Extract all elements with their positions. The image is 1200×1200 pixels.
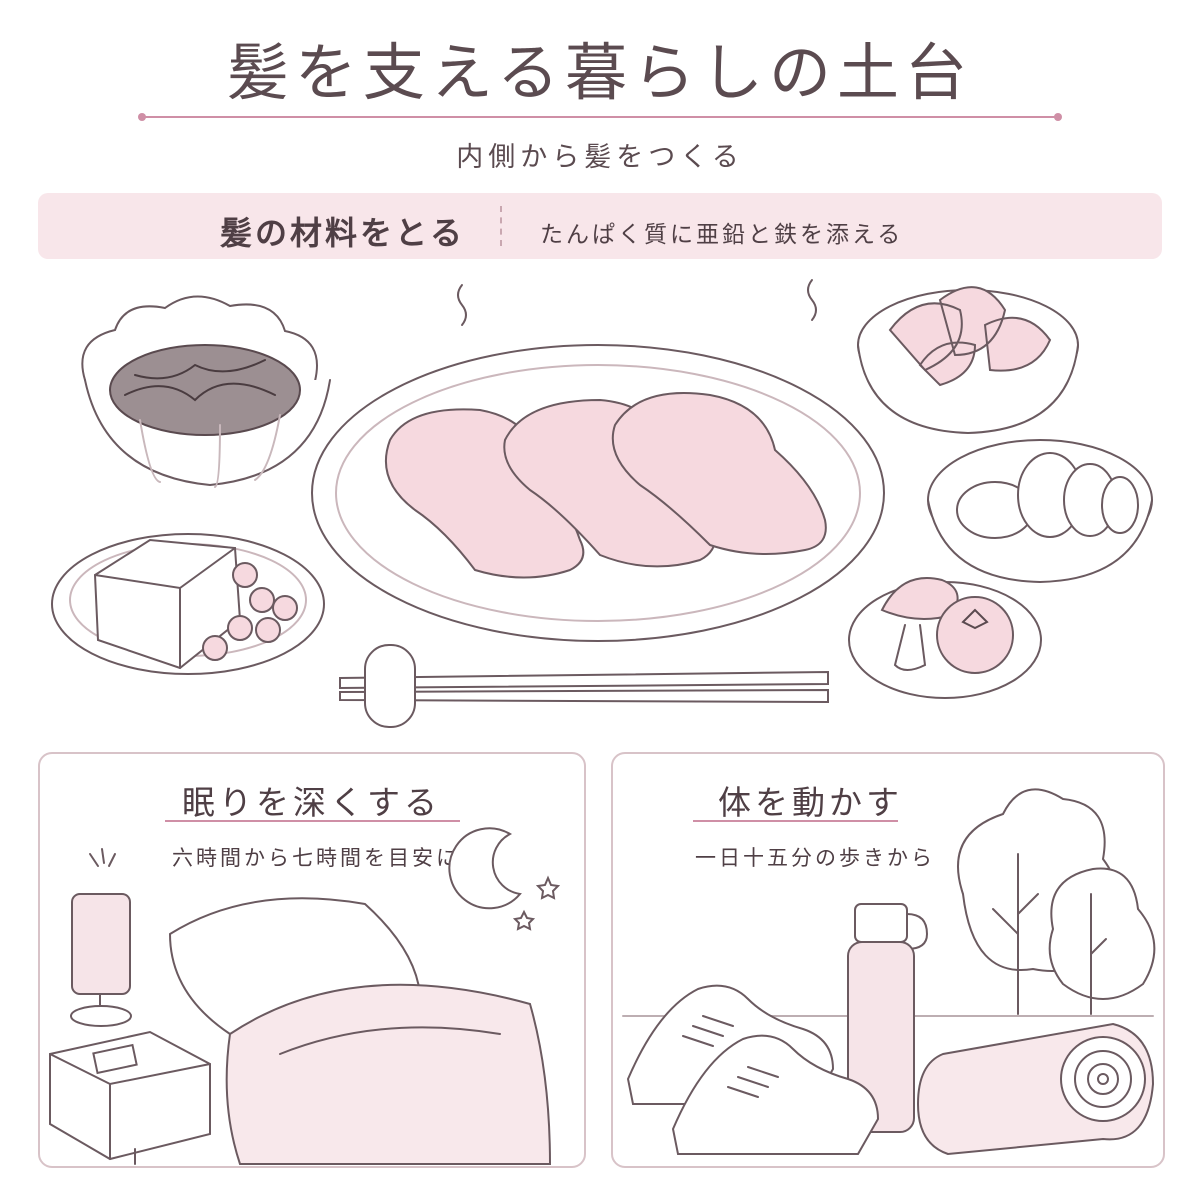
exercise-panel-title: 体を動かす <box>718 783 903 822</box>
sleep-panel: 眠りを深くする 六時間から七時間を目安に <box>38 752 586 1168</box>
exercise-title-underline <box>693 820 898 822</box>
food-section-title: 髪の材料をとる <box>220 214 466 252</box>
food-illustration <box>51 279 1153 728</box>
futon-icon <box>225 983 552 1165</box>
book-icon <box>49 1030 211 1165</box>
page-subtitle: 内側から髪をつくる <box>456 142 744 173</box>
star-icon <box>535 875 561 900</box>
food-section-subtitle: たんぱく質に亜鉛と鉄を添える <box>540 222 904 248</box>
star-icon <box>512 909 536 931</box>
exercise-panel-subtitle: 一日十五分の歩きから <box>695 846 935 870</box>
exercise-panel: 体を動かす 一日十五分の歩きから <box>611 752 1165 1168</box>
tree-icon <box>957 788 1156 1015</box>
greens-bowl-icon <box>857 286 1079 435</box>
sleep-panel-subtitle: 六時間から七時間を目安に <box>172 846 460 870</box>
banner-separator <box>500 206 502 246</box>
tofu-plate-icon <box>51 533 325 675</box>
moon-icon <box>448 827 522 910</box>
sleep-panel-title: 眠りを深くする <box>182 783 441 822</box>
page-title: 髪を支える暮らしの土台 <box>226 36 974 109</box>
sleep-illustration <box>49 827 561 1165</box>
steam-icon <box>807 279 817 321</box>
sleep-title-underline <box>165 820 460 822</box>
sneakers-icon <box>626 984 880 1155</box>
steam-icon <box>457 284 467 326</box>
mushroom-tomato-plate-icon <box>848 577 1042 699</box>
yoga-mat-icon <box>916 1022 1155 1156</box>
water-bottle-icon <box>847 903 929 1133</box>
title-divider <box>138 113 1062 121</box>
lamp-icon <box>70 848 132 1027</box>
food-section-banner <box>38 193 1162 259</box>
potato-bowl-icon <box>927 439 1153 584</box>
chopsticks-icon <box>339 644 829 728</box>
exercise-illustration <box>622 788 1156 1156</box>
meat-slices-icon <box>384 392 827 579</box>
seaweed-bowl-icon <box>81 295 331 488</box>
